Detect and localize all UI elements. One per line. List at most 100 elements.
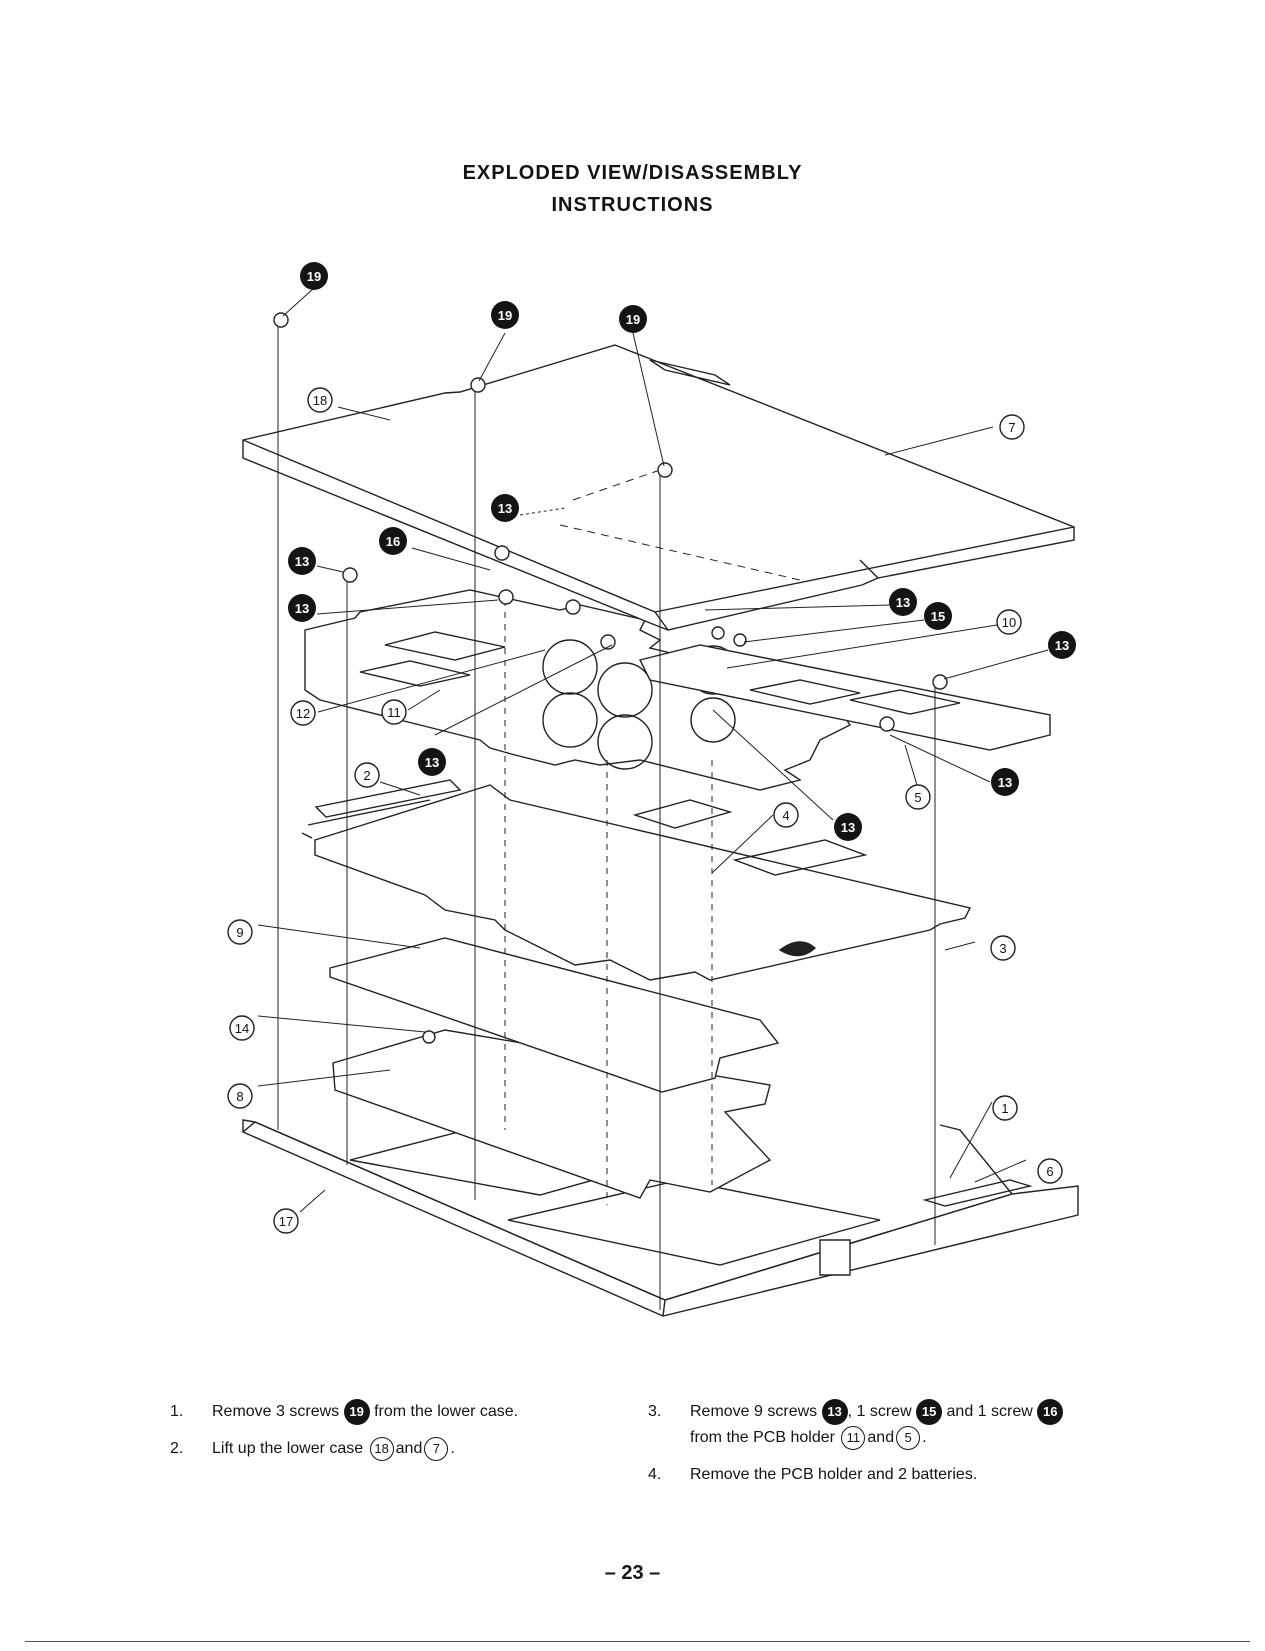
step-text: and bbox=[395, 1440, 423, 1458]
svg-text:2: 2 bbox=[363, 768, 370, 783]
callout-13-left-upper: 13 bbox=[288, 547, 316, 575]
page-number: – 23 – bbox=[604, 1562, 661, 1584]
callout-13-right-a: 13 bbox=[889, 588, 917, 616]
step-text: Remove 9 screws bbox=[690, 1403, 818, 1421]
screw-13-bullet: 13 bbox=[821, 1399, 848, 1425]
page-title-line-1: EXPLODED VIEW/DISASSEMBLY bbox=[462, 162, 803, 184]
callout-1: 1 bbox=[992, 1095, 1018, 1121]
display-assembly bbox=[638, 644, 1051, 751]
screws bbox=[273, 312, 948, 1044]
callout-6: 6 bbox=[1037, 1158, 1063, 1184]
step-number: 3. bbox=[648, 1403, 662, 1420]
callout-13-far-right: 13 bbox=[1048, 631, 1076, 659]
part-18-circle: 18 bbox=[369, 1437, 394, 1461]
outlined-callouts: 18 7 10 12 11 2 5 4 9 3 14 8 1 6 17 bbox=[227, 387, 1063, 1234]
svg-text:13: 13 bbox=[998, 775, 1012, 790]
step-text: from the PCB holder bbox=[690, 1429, 835, 1447]
svg-text:19: 19 bbox=[307, 269, 321, 284]
callout-13-top: 13 bbox=[491, 494, 519, 522]
instructions-left: 1. Remove 3 screws 19 from the lower cas… bbox=[170, 1399, 610, 1473]
upper-case bbox=[242, 344, 1075, 631]
callout-13-middle-left: 13 bbox=[418, 748, 446, 776]
svg-text:13: 13 bbox=[425, 755, 439, 770]
svg-text:11: 11 bbox=[387, 705, 401, 720]
step-text: , 1 screw bbox=[847, 1403, 912, 1421]
insulation-sheet bbox=[329, 937, 780, 1093]
svg-text:4: 4 bbox=[782, 808, 789, 823]
step-4: 4. Remove the PCB holder and 2 batteries… bbox=[648, 1462, 1208, 1488]
callout-19-middle: 19 bbox=[491, 301, 519, 329]
step-number: 4. bbox=[648, 1466, 662, 1484]
callout-13-left-lower: 13 bbox=[288, 594, 316, 622]
step-text: from the lower case. bbox=[374, 1403, 519, 1421]
callout-15: 15 bbox=[924, 602, 952, 630]
svg-text:14: 14 bbox=[235, 1021, 249, 1036]
callout-7: 7 bbox=[999, 414, 1025, 440]
svg-text:13: 13 bbox=[295, 601, 309, 616]
callout-8: 8 bbox=[227, 1083, 253, 1109]
svg-text:15: 15 bbox=[931, 609, 945, 624]
callout-16: 16 bbox=[379, 527, 407, 555]
main-pcb bbox=[314, 784, 972, 981]
step-number: 2. bbox=[170, 1440, 184, 1458]
step-text: and 1 screw bbox=[946, 1403, 1033, 1421]
step-1: 1. Remove 3 screws 19 from the lower cas… bbox=[170, 1399, 610, 1425]
svg-text:18: 18 bbox=[313, 393, 327, 408]
instructions-right: 3. Remove 9 screws 13, 1 screw 15 and 1 … bbox=[648, 1399, 1208, 1499]
step-text: and bbox=[867, 1429, 895, 1447]
step-text: Remove the PCB holder and 2 batteries. bbox=[690, 1466, 978, 1484]
svg-text:8: 8 bbox=[236, 1089, 243, 1104]
svg-text:13: 13 bbox=[498, 501, 512, 516]
step-text: . bbox=[922, 1429, 927, 1447]
svg-text:13: 13 bbox=[1055, 638, 1069, 653]
callout-3: 3 bbox=[990, 935, 1016, 961]
screw-15-bullet: 15 bbox=[916, 1399, 943, 1425]
footer-rule bbox=[25, 1641, 1250, 1642]
svg-text:10: 10 bbox=[1002, 615, 1016, 630]
callout-2: 2 bbox=[354, 762, 380, 788]
callout-5: 5 bbox=[905, 784, 931, 810]
lower-case-tray bbox=[241, 1119, 1079, 1317]
part-5-circle: 5 bbox=[896, 1426, 921, 1450]
step-number: 1. bbox=[170, 1403, 184, 1420]
callout-19-right: 19 bbox=[619, 305, 647, 333]
svg-text:12: 12 bbox=[296, 706, 310, 721]
callout-9: 9 bbox=[227, 919, 253, 945]
svg-text:1: 1 bbox=[1001, 1101, 1008, 1116]
svg-text:9: 9 bbox=[236, 925, 243, 940]
svg-text:5: 5 bbox=[914, 790, 921, 805]
svg-text:19: 19 bbox=[498, 308, 512, 323]
callout-11: 11 bbox=[381, 699, 407, 725]
callout-13-right-lower: 13 bbox=[991, 768, 1019, 796]
svg-text:16: 16 bbox=[386, 534, 400, 549]
filled-callouts: 19 19 19 13 16 13 bbox=[288, 262, 1076, 841]
callout-14: 14 bbox=[229, 1015, 255, 1041]
page-title-line-2: INSTRUCTIONS bbox=[551, 194, 714, 216]
svg-text:19: 19 bbox=[626, 312, 640, 327]
svg-text:3: 3 bbox=[999, 941, 1006, 956]
svg-text:13: 13 bbox=[841, 820, 855, 835]
callout-4: 4 bbox=[773, 802, 799, 828]
screw-16-bullet: 16 bbox=[1037, 1399, 1064, 1425]
svg-text:13: 13 bbox=[896, 595, 910, 610]
callout-10: 10 bbox=[996, 609, 1022, 635]
callout-13-center-lower: 13 bbox=[834, 813, 862, 841]
callout-17: 17 bbox=[273, 1208, 299, 1234]
leader-lines bbox=[257, 287, 1049, 1213]
callout-19-top-left: 19 bbox=[300, 262, 328, 290]
part-7-circle: 7 bbox=[424, 1437, 449, 1461]
callout-12: 12 bbox=[290, 700, 316, 726]
screw-19-bullet: 19 bbox=[343, 1399, 370, 1425]
callout-18: 18 bbox=[307, 387, 333, 413]
assembly-guide-lines bbox=[277, 320, 936, 1310]
part-11-circle: 11 bbox=[841, 1426, 866, 1450]
svg-text:13: 13 bbox=[295, 554, 309, 569]
svg-text:7: 7 bbox=[1008, 420, 1015, 435]
keyboard-connector bbox=[301, 779, 462, 839]
step-text: Lift up the lower case bbox=[212, 1440, 364, 1458]
svg-text:17: 17 bbox=[279, 1214, 293, 1229]
step-text: . bbox=[450, 1440, 455, 1458]
